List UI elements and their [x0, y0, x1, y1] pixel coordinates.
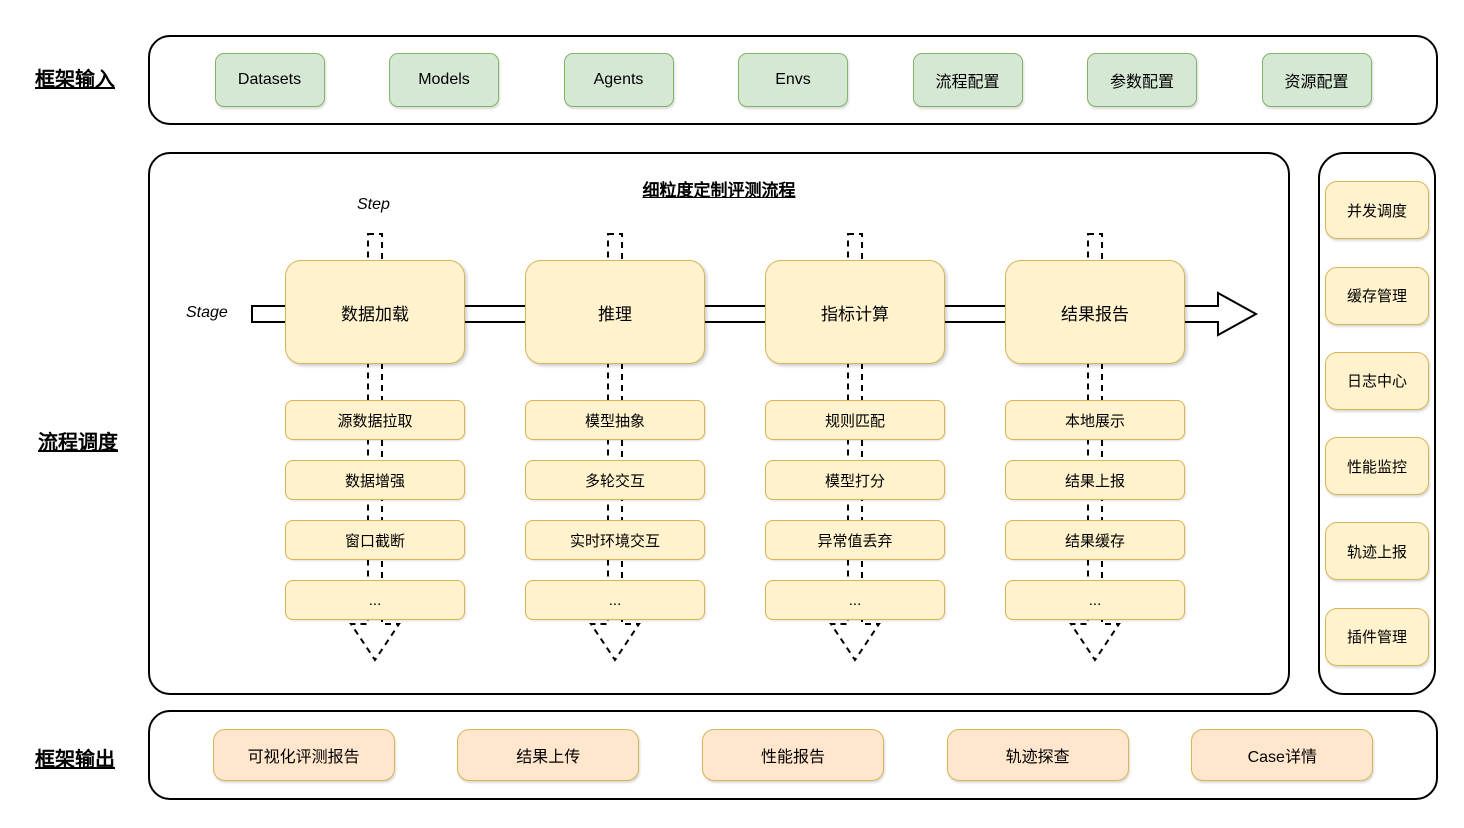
input-box: Agents	[563, 53, 674, 107]
output-box: 可视化评测报告	[212, 729, 395, 781]
pipeline-panel: 细粒度定制评测流程 Step Stage 数据加载源数据拉取数据增强窗口截断..…	[148, 152, 1290, 695]
step-box: 模型打分	[765, 460, 945, 500]
framework-outputs-panel: 可视化评测报告 结果上传 性能报告 轨迹探查 Case详情	[148, 710, 1438, 800]
input-box: Datasets	[214, 53, 325, 107]
step-box: 结果上报	[1005, 460, 1185, 500]
stage-box: 数据加载	[285, 260, 465, 364]
pipeline-column: 数据加载源数据拉取数据增强窗口截断...	[285, 260, 465, 640]
pipeline-title: 细粒度定制评测流程	[642, 181, 796, 200]
output-box: Case详情	[1191, 729, 1374, 781]
step-box: 源数据拉取	[285, 400, 465, 440]
step-box: 本地展示	[1005, 400, 1185, 440]
sidebar-service-box: 缓存管理	[1325, 266, 1429, 325]
sidebar-service-box: 轨迹上报	[1325, 522, 1429, 581]
services-sidebar-panel: 并发调度缓存管理日志中心性能监控轨迹上报插件管理	[1318, 152, 1436, 695]
sidebar-service-box: 并发调度	[1325, 181, 1429, 240]
step-box: 实时环境交互	[525, 520, 705, 560]
step-box: 多轮交互	[525, 460, 705, 500]
framework-input-label: 框架输入	[35, 69, 115, 91]
stage-box: 指标计算	[765, 260, 945, 364]
step-box: 窗口截断	[285, 520, 465, 560]
input-box: 资源配置	[1261, 53, 1372, 107]
sidebar-service-box: 日志中心	[1325, 351, 1429, 410]
input-box: 流程配置	[912, 53, 1023, 107]
stage-box: 推理	[525, 260, 705, 364]
input-box: 参数配置	[1087, 53, 1197, 107]
framework-output-label: 框架输出	[35, 749, 115, 771]
step-box: 规则匹配	[765, 400, 945, 440]
sidebar-service-box: 性能监控	[1325, 437, 1429, 496]
step-box: ...	[285, 580, 465, 620]
input-box: Envs	[738, 53, 848, 107]
step-box: ...	[525, 580, 705, 620]
step-box: 结果缓存	[1005, 520, 1185, 560]
output-box: 性能报告	[701, 729, 884, 781]
step-axis-label: Step	[357, 196, 390, 213]
pipeline-column: 指标计算规则匹配模型打分异常值丢弃...	[765, 260, 945, 640]
step-box: 模型抽象	[525, 400, 705, 440]
stage-axis-label: Stage	[186, 304, 228, 321]
framework-inputs-panel: Datasets Models Agents Envs 流程配置 参数配置 资源配置	[148, 35, 1438, 125]
pipeline-column: 结果报告本地展示结果上报结果缓存...	[1005, 260, 1185, 640]
step-box: ...	[765, 580, 945, 620]
output-box: 轨迹探查	[946, 729, 1129, 781]
pipeline-column: 推理模型抽象多轮交互实时环境交互...	[525, 260, 705, 640]
process-scheduling-label: 流程调度	[38, 432, 118, 454]
stage-box: 结果报告	[1005, 260, 1185, 364]
sidebar-service-box: 插件管理	[1325, 607, 1429, 666]
input-box: Models	[389, 53, 499, 107]
step-box: 异常值丢弃	[765, 520, 945, 560]
output-box: 结果上传	[457, 729, 640, 781]
step-box: ...	[1005, 580, 1185, 620]
step-box: 数据增强	[285, 460, 465, 500]
